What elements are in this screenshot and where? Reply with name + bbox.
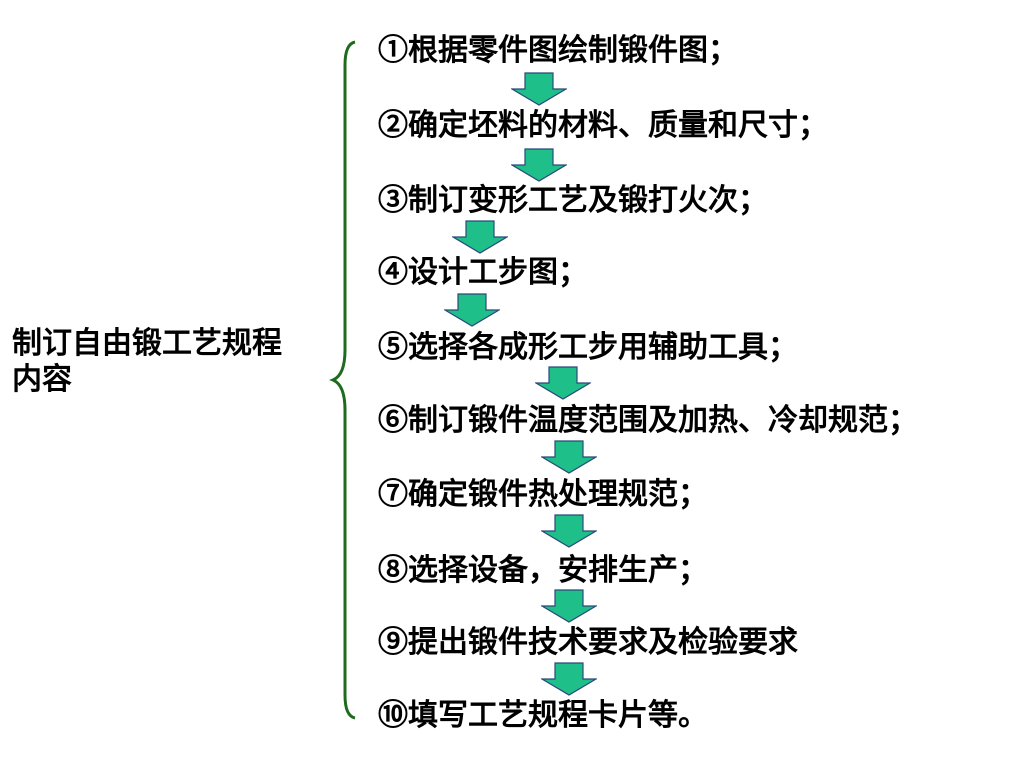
step-5: ⑤选择各成形工步用辅助工具； [378,330,798,365]
step-3: ③制订变形工艺及锻打火次； [378,183,768,218]
curly-brace [329,40,356,720]
step-9: ⑨提出锻件技术要求及检验要求 [378,625,798,660]
step-1: ①根据零件图绘制锻件图； [378,33,738,68]
main-label-line-2: 内容 [12,362,72,397]
step-6: ⑥制订锻件温度范围及加热、冷却规范； [378,403,918,438]
down-arrow-icon [452,220,508,254]
step-2: ②确定坯料的材料、质量和尺寸； [378,108,828,143]
down-arrow-icon [511,148,567,182]
step-4: ④设计工步图； [378,255,588,290]
down-arrow-icon [541,440,597,474]
down-arrow-icon [444,293,500,327]
main-label: 制订自由锻工艺规程 内容 [12,326,282,398]
down-arrow-icon [541,662,597,696]
step-8: ⑧选择设备，安排生产； [378,553,708,588]
main-label-line-1: 制订自由锻工艺规程 [12,326,282,361]
step-10: ⑩填写工艺规程卡片等。 [378,698,708,733]
down-arrow-icon [541,514,597,548]
down-arrow-icon [511,72,567,106]
down-arrow-icon [541,589,597,623]
step-7: ⑦确定锻件热处理规范； [378,477,708,512]
curly-brace-path [329,40,356,720]
down-arrow-icon [535,366,591,400]
